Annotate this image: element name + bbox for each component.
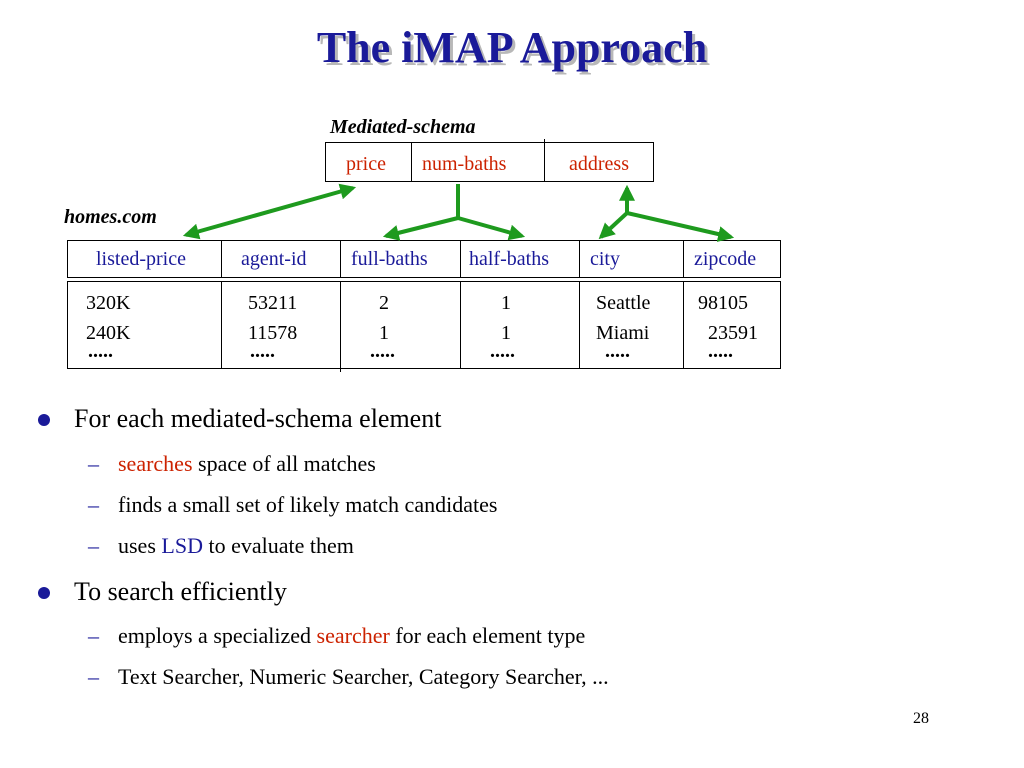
cell: 1 (501, 292, 511, 314)
divider (411, 143, 412, 181)
homes-caption: homes.com (64, 206, 157, 228)
divider (221, 241, 222, 277)
homes-header-table: listed-price agent-id full-baths half-ba… (67, 240, 781, 278)
bullet-text: For each mediated-schema element (74, 404, 442, 433)
divider (579, 241, 580, 277)
cell: 2 (379, 292, 389, 314)
mediated-schema-caption: Mediated-schema (330, 116, 476, 138)
ellipsis: ..... (605, 340, 630, 362)
cell: Seattle (596, 292, 651, 314)
cell: 240K (86, 322, 131, 344)
column-zipcode: zipcode (694, 248, 757, 270)
dash-icon: – (88, 492, 99, 517)
dash-icon: – (88, 451, 99, 476)
dash-icon: – (88, 623, 99, 648)
mediated-field-price: price (346, 153, 386, 175)
ellipsis: ..... (250, 340, 275, 362)
divider (683, 282, 684, 368)
mediated-field-num-baths: num-baths (422, 153, 507, 175)
divider (579, 282, 580, 368)
cell: 23591 (708, 322, 758, 344)
highlight-searcher: searcher (316, 623, 390, 648)
divider (340, 282, 341, 372)
cell: 1 (379, 322, 389, 344)
sub-bullet-text: Text Searcher, Numeric Searcher, Categor… (118, 664, 609, 689)
sub-bullet-text: uses (118, 533, 162, 558)
cell: Miami (596, 322, 650, 344)
mediated-schema-table: price num-baths address (325, 139, 654, 182)
ellipsis: ..... (708, 340, 733, 362)
cell: 53211 (248, 292, 298, 314)
dash-icon: – (88, 533, 99, 558)
cell: 98105 (698, 292, 748, 314)
sub-bullet-text: for each element type (389, 623, 586, 648)
ellipsis: ..... (88, 340, 113, 362)
mediated-field-address: address (569, 153, 629, 175)
arrow-price-to-listed-price (182, 183, 357, 240)
arrow-num-baths-to-half-baths (457, 216, 526, 241)
divider (683, 241, 684, 277)
column-agent-id: agent-id (241, 248, 307, 270)
divider (460, 241, 461, 277)
bullet-dot-icon (38, 414, 50, 426)
sub-bullet-text: employs a specialized (118, 623, 317, 648)
highlight-lsd: LSD (161, 533, 203, 558)
divider (544, 139, 545, 181)
sub-bullet-text: to evaluate them (202, 533, 354, 558)
cell: 320K (86, 292, 131, 314)
column-half-baths: half-baths (469, 248, 549, 270)
sub-bullet-text: finds a small set of likely match candid… (118, 492, 498, 517)
column-full-baths: full-baths (351, 248, 428, 270)
column-city: city (590, 248, 620, 270)
divider (460, 282, 461, 368)
sub-bullet-text: space of all matches (192, 451, 376, 476)
dash-icon: – (88, 664, 99, 689)
arrow-num-baths-to-full-baths (382, 216, 459, 241)
column-listed-price: listed-price (96, 248, 186, 270)
ellipsis: ..... (490, 340, 515, 362)
divider (221, 282, 222, 368)
cell: 11578 (248, 322, 298, 344)
highlight-searches: searches (118, 451, 193, 476)
arrow-address-to-city (598, 211, 629, 240)
cell: 1 (501, 322, 511, 344)
bullet-text: To search efficiently (74, 577, 287, 606)
bullet-dot-icon (38, 587, 50, 599)
divider (340, 241, 341, 277)
page-number: 28 (913, 710, 929, 727)
arrow-address-to-zipcode (626, 211, 735, 242)
ellipsis: ..... (370, 340, 395, 362)
homes-data-table: 320K 53211 2 1 Seattle 98105 240K 11578 … (67, 281, 781, 372)
slide-title: The iMAP Approach (316, 23, 708, 72)
